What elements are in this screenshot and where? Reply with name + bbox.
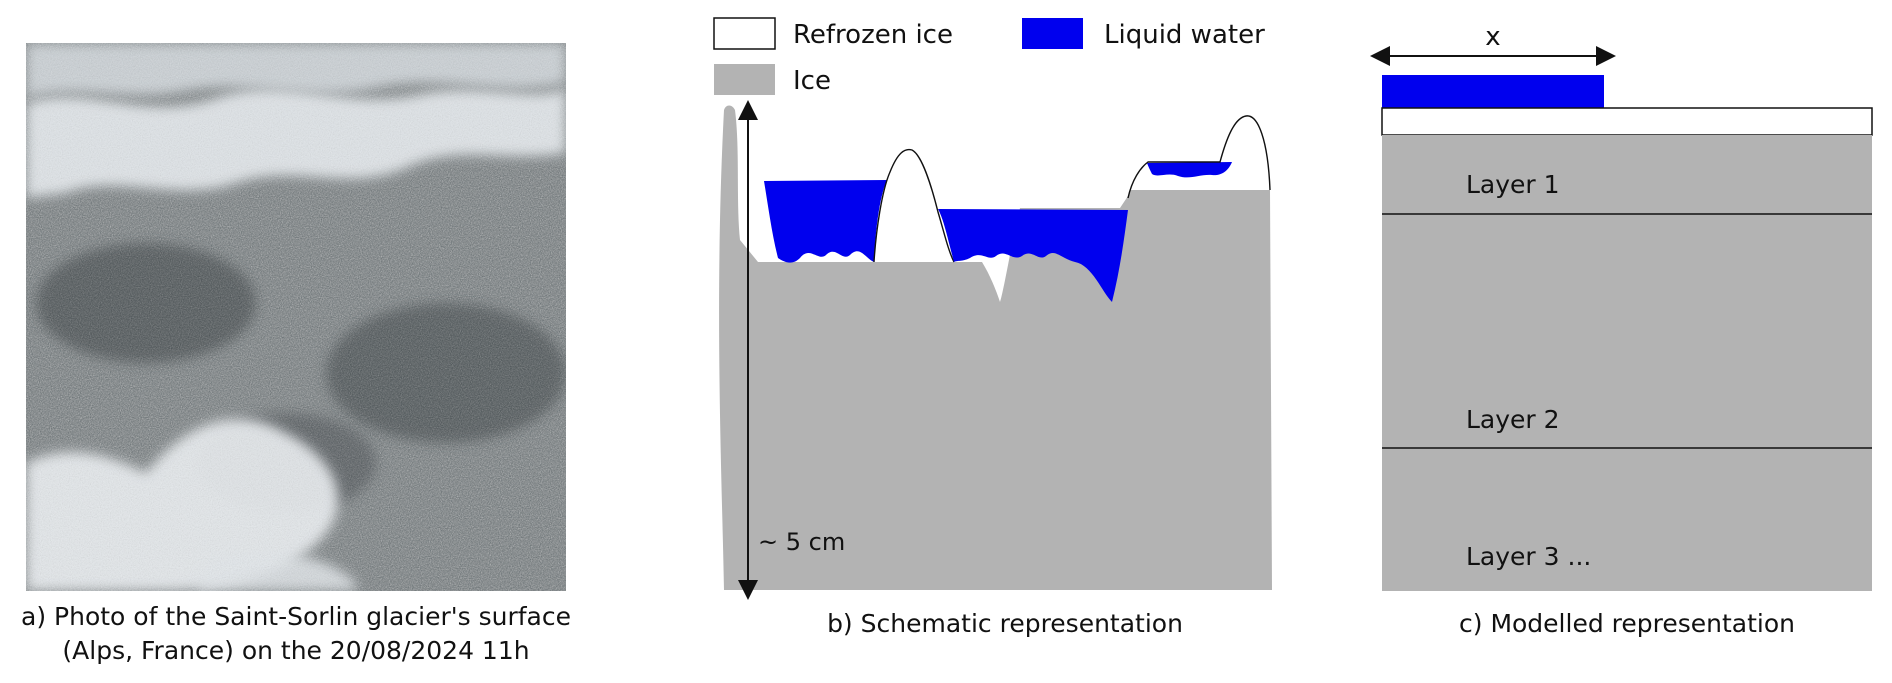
legend-refrozen-ice-swatch (713, 17, 776, 50)
scale-label: ~ 5 cm (758, 528, 845, 556)
glacier-photo-image (26, 43, 566, 591)
liquid-water-pool-left (764, 180, 887, 263)
liquid-water-pool-right (1147, 162, 1232, 178)
glacier-photo (26, 43, 566, 591)
refrozen-ice-right-outline (1127, 115, 1271, 199)
liquid-water-pool-middle (938, 209, 1128, 302)
panel-a-caption-line2: (Alps, France) on the 20/08/2024 11h (62, 636, 530, 665)
panel-a-caption: a) Photo of the Saint-Sorlin glacier's s… (0, 600, 592, 668)
legend-ice-label: Ice (793, 66, 831, 96)
width-label: x (1485, 22, 1500, 52)
panel-b-caption: b) Schematic representation (827, 609, 1183, 638)
ice-body (719, 105, 1272, 590)
layer-3-label: Layer 3 ... (1466, 542, 1591, 571)
schematic-diagram: Refrozen ice Liquid water Ice ~ 5 cm (713, 17, 1272, 600)
legend-ice-swatch (714, 64, 775, 95)
refrozen-ice-peak-outline (873, 148, 955, 263)
layer-1-label: Layer 1 (1466, 170, 1560, 199)
layer-2-label: Layer 2 (1466, 405, 1560, 434)
legend-refrozen-ice-label: Refrozen ice (793, 20, 953, 50)
modelled-diagram: x Layer 1 Layer 2 Layer 3 ... (1370, 22, 1873, 591)
legend-liquid-water-swatch (1022, 18, 1083, 49)
legend-liquid-water-label: Liquid water (1104, 20, 1265, 50)
panel-a-caption-line1: a) Photo of the Saint-Sorlin glacier's s… (21, 602, 571, 631)
modelled-liquid-water (1382, 75, 1604, 108)
refrozen-ice-region (762, 115, 1270, 271)
modelled-refrozen-ice (1381, 107, 1873, 136)
modelled-ice-column (1382, 135, 1872, 591)
panel-c-caption: c) Modelled representation (1459, 609, 1795, 638)
